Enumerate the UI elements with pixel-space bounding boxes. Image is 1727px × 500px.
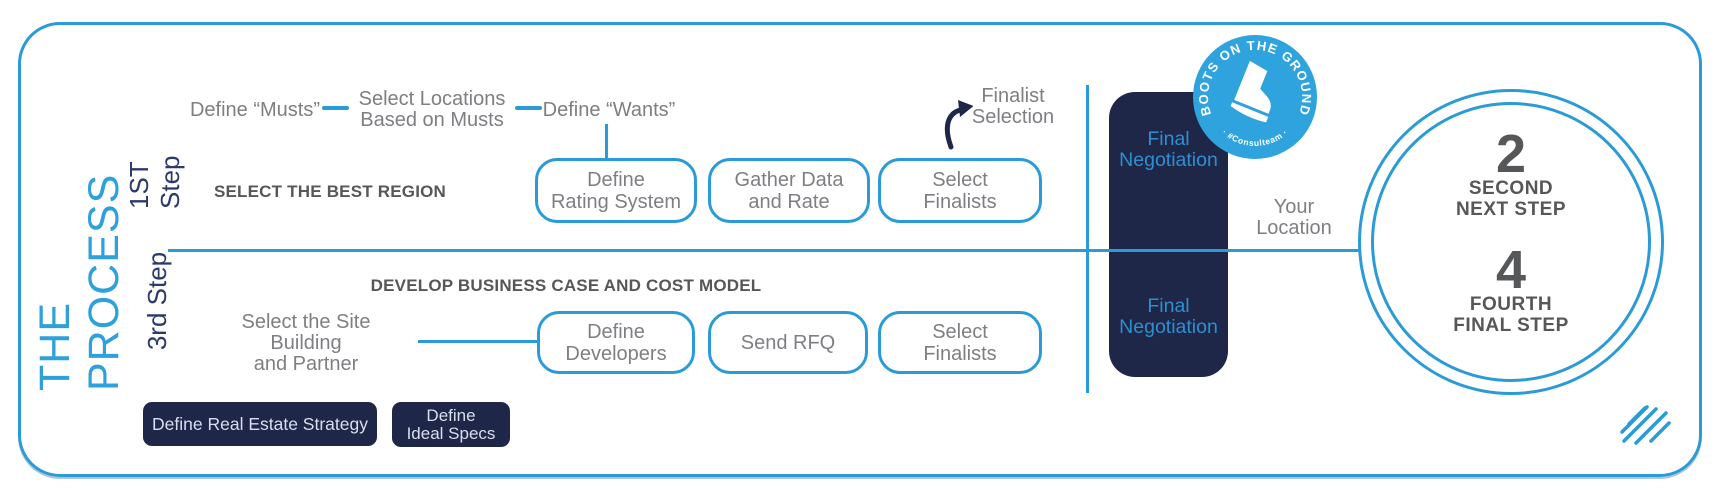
step3-header: DEVELOP BUSINESS CASE AND COST MODEL [370,276,762,295]
process-box-gather-data: Gather Data and Rate [708,158,870,223]
final-negotiation-bottom-label: Final Negotiation [1119,294,1218,338]
site-to-box-connector [418,340,537,343]
step4-number: 4 [1495,240,1527,300]
process-box-define-developers: Define Developers [537,311,695,374]
main-horizontal-divider-line [168,249,1360,252]
step2-word2: NEXT STEP [1455,199,1567,220]
finalist-selection-callout: Finalist Selection [971,85,1055,128]
flow-select-locations: Select Locations Based on Musts [358,88,506,131]
step4-word2: FINAL STEP [1453,315,1569,336]
vertical-divider-line [1086,85,1089,393]
flow-select-site-building: Select the Site Building and Partner [241,310,371,375]
process-box-send-rfq: Send RFQ [708,311,868,374]
step2-word1: SECOND [1468,178,1554,199]
define-real-estate-strategy-box: Define Real Estate Strategy [143,402,377,446]
connector-dash-1 [322,106,349,110]
step2-circle-text: 2 SECOND NEXT STEP [1411,124,1611,220]
final-negotiation-top-label: Final Negotiation [1119,128,1218,171]
connector-dash-2 [515,106,542,110]
process-box-select-finalists-1: Select Finalists [878,158,1042,223]
page-title: THE PROCESS [31,173,128,391]
step4-word1: FOURTH [1469,294,1553,315]
final-negotiation-column: Final Negotiation Final Negotiation [1109,92,1228,377]
wants-to-box-connector [605,124,608,158]
step3-label: 3rd Step [141,251,172,351]
flow-define-musts: Define “Musts” [189,98,321,121]
flow-define-wants: Define “Wants” [542,98,676,121]
steps-circle-outer-ring [1358,89,1664,395]
step4-circle-text: 4 FOURTH FINAL STEP [1411,240,1611,336]
your-location-label: Your Location [1256,196,1332,239]
step2-number: 2 [1495,124,1527,184]
process-box-define-rating-system: Define Rating System [535,158,697,223]
process-box-select-finalists-2: Select Finalists [878,311,1042,374]
step1-label: 1ST Step [124,155,185,210]
step1-header: SELECT THE BEST REGION [213,182,447,201]
outer-border [18,22,1702,477]
steps-circle-inner-ring [1371,102,1651,382]
define-ideal-specs-box: Define Ideal Specs [392,402,510,447]
